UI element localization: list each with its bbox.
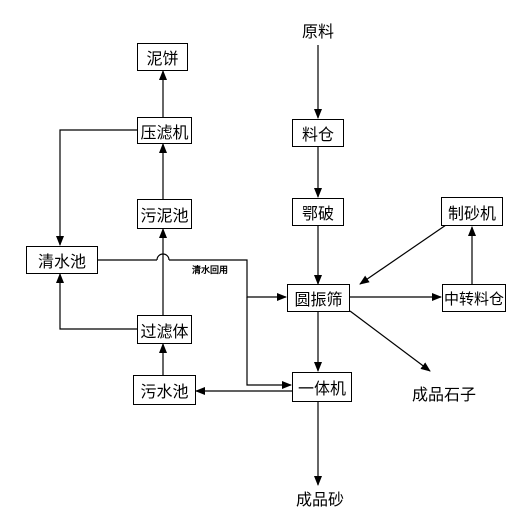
node-clean-water-pool: 清水池 [26,246,98,274]
arrow-press-to-clean [56,129,137,246]
node-sand-maker: 制砂机 [441,197,503,226]
node-filter-press: 压滤机 [137,117,192,144]
node-finished-sand: 成品砂 [296,490,345,509]
node-raw-material: 原料 [302,22,335,41]
arrow-sandmaker-to-screen [359,224,447,285]
node-sewage-pool: 污水池 [133,375,196,405]
arrow-screen-to-stone [349,310,431,372]
arrow-filter-to-clean [56,273,137,330]
node-integrated-machine: 一体机 [292,372,352,402]
label-clean-water-reuse: 清水回用 [192,266,229,276]
node-filter-body: 过滤体 [137,315,192,344]
node-round-screen: 圆振筛 [287,284,350,312]
node-material-bin: 料仓 [292,119,344,147]
node-sludge-pool: 污泥池 [137,199,192,229]
node-transfer-bin: 中转料仓 [442,284,506,312]
node-finished-stone: 成品石子 [412,385,477,404]
node-mud-cake: 泥饼 [137,43,188,71]
node-jaw-crusher: 鄂破 [292,198,344,226]
line-hop [156,253,170,261]
arrow-clean-to-machine [246,297,292,389]
arrow-clean-to-screen-b [169,259,287,301]
